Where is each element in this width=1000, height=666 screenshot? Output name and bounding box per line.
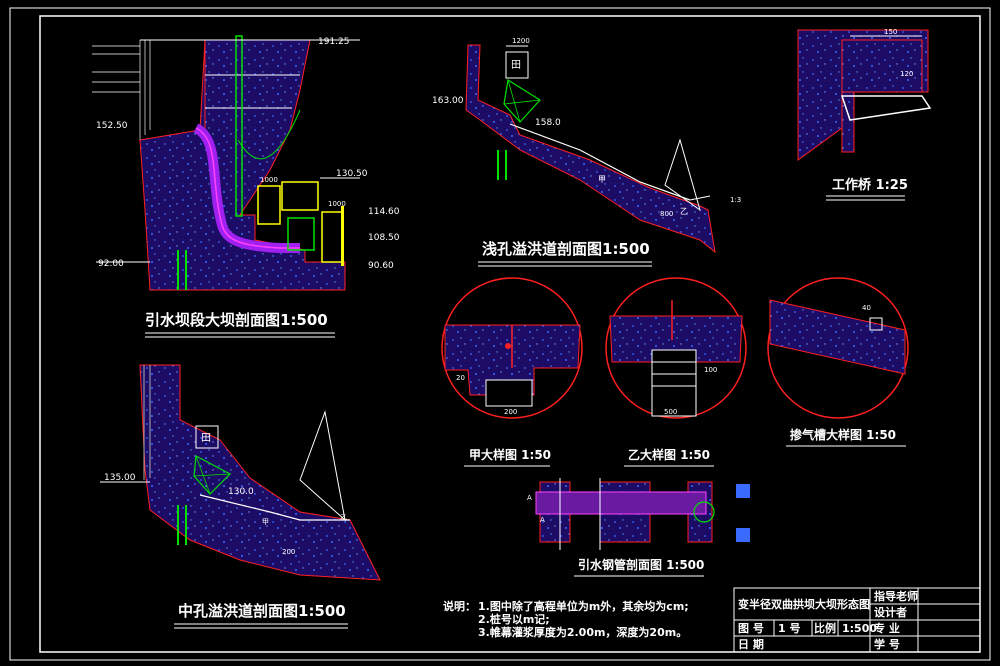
dim-500: 500 bbox=[664, 408, 677, 416]
dim-150: 150 bbox=[884, 28, 897, 36]
dim-120: 120 bbox=[900, 70, 913, 78]
tb-major: 专 业 bbox=[874, 621, 900, 635]
shallow-spillway-section: 田 1200 163.00 158.0 甲 乙 800 1:3 bbox=[432, 37, 741, 254]
callout-yi-1: 乙 bbox=[680, 207, 688, 216]
title-detail-yi: 乙大样图 1:50 bbox=[628, 447, 710, 462]
tb-supervisor: 指导老师 bbox=[874, 589, 918, 603]
elev-108: 108.50 bbox=[368, 233, 400, 243]
elev-foundation: 92.00 bbox=[98, 259, 124, 269]
title-aeration-detail: 掺气槽大样图 1:50 bbox=[790, 427, 896, 442]
title-steel-pipe: 引水钢管剖面图 1:500 bbox=[578, 557, 704, 572]
elev-intake-left: 152.50 bbox=[96, 121, 128, 131]
dim-100: 100 bbox=[704, 366, 717, 374]
tb-student-no: 学 号 bbox=[874, 637, 900, 651]
dim-1-3: 1:3 bbox=[730, 196, 741, 204]
steel-pipe-section: A A bbox=[527, 478, 750, 550]
callout-jia-2: 甲 bbox=[262, 518, 269, 526]
tb-designer: 设计者 bbox=[874, 605, 907, 619]
tb-scale-label: 比例 bbox=[814, 621, 836, 635]
title-detail-jia: 甲大样图 1:50 bbox=[469, 447, 551, 462]
callout-tian-1: 田 bbox=[511, 60, 521, 71]
elev-shallow-crest: 158.0 bbox=[535, 118, 561, 128]
tb-sheet-no: 1 号 bbox=[778, 622, 800, 635]
callout-jia-1: 甲 bbox=[598, 175, 606, 184]
tb-date-label: 日 期 bbox=[738, 637, 764, 651]
title-work-bridge: 工作桥 1:25 bbox=[832, 177, 908, 193]
dim-200: 200 bbox=[504, 408, 517, 416]
aeration-slot-detail: 40 bbox=[767, 277, 909, 419]
callout-a-1: A bbox=[527, 494, 532, 502]
dim-1200: 1200 bbox=[512, 37, 530, 45]
dim-200-b: 200 bbox=[282, 548, 295, 556]
inner-border bbox=[39, 15, 981, 653]
intake-dam-section: 191.25 152.50 130.50 114.60 108.50 90.60… bbox=[92, 35, 400, 291]
elev-90: 90.60 bbox=[368, 261, 394, 271]
tb-sheet-no-label: 图 号 bbox=[738, 622, 764, 635]
callout-tian-2: 田 bbox=[201, 433, 211, 444]
middle-spillway-section: 田 135.00 130.0 甲 乙 200 bbox=[100, 364, 381, 581]
title-shallow-spillway: 浅孔溢洪道剖面图1:500 bbox=[482, 240, 650, 258]
detail-jia: 200 20 bbox=[441, 277, 583, 419]
outer-border bbox=[9, 7, 991, 661]
elev-crest: 191.25 bbox=[318, 37, 350, 47]
dim-1000-b: 1000 bbox=[328, 200, 346, 208]
elev-middle-left: 135.00 bbox=[104, 473, 136, 483]
elev-114: 114.60 bbox=[368, 207, 400, 217]
notes-heading: 说明： bbox=[443, 599, 476, 613]
callout-a-2: A bbox=[540, 516, 545, 524]
elev-middle-crest: 130.0 bbox=[228, 487, 254, 497]
title-block bbox=[733, 587, 981, 653]
dim-1000-a: 1000 bbox=[260, 176, 278, 184]
tb-scale: 1:500 bbox=[842, 622, 877, 635]
title-middle-spillway: 中孔溢洪道剖面图1:500 bbox=[178, 602, 346, 620]
dim-40: 40 bbox=[862, 304, 871, 312]
dim-20: 20 bbox=[456, 374, 465, 382]
elev-130: 130.50 bbox=[336, 169, 368, 179]
work-bridge-detail: 150 120 bbox=[797, 28, 932, 161]
title-intake-section: 引水坝段大坝剖面图1:500 bbox=[145, 311, 328, 329]
notes-line-1: 1.图中除了高程单位为m外，其余均为cm; bbox=[478, 599, 689, 613]
elev-shallow-left: 163.00 bbox=[432, 96, 464, 106]
dim-800: 800 bbox=[660, 210, 673, 218]
notes-line-2: 2.桩号以m记; bbox=[478, 612, 550, 626]
notes-line-3: 3.帷幕灌浆厚度为2.00m，深度为20m。 bbox=[478, 625, 687, 639]
callout-yi-2: 乙 bbox=[340, 514, 347, 522]
tb-drawing-name: 变半径双曲拱坝大坝形态图 bbox=[738, 597, 870, 611]
detail-yi: 500 100 bbox=[605, 277, 747, 419]
